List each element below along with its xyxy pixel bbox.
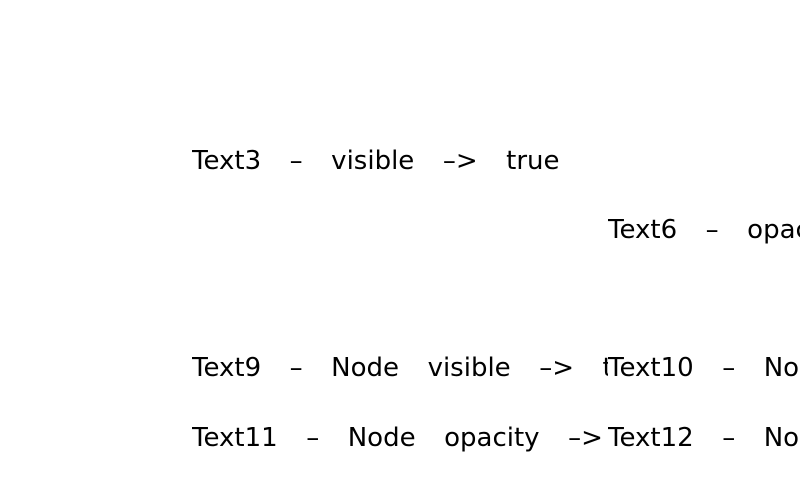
text10-label: Text10 – Noc: [608, 353, 800, 383]
text9-label: Text9 – Node visible –> tr: [192, 353, 608, 383]
text12-label: Text12 – Noc: [608, 423, 800, 453]
text3-label: Text3 – visible –> true: [192, 146, 560, 176]
text11-label: Text11 – Node opacity –> (: [192, 423, 608, 453]
text6-label: Text6 – opac: [608, 215, 800, 245]
